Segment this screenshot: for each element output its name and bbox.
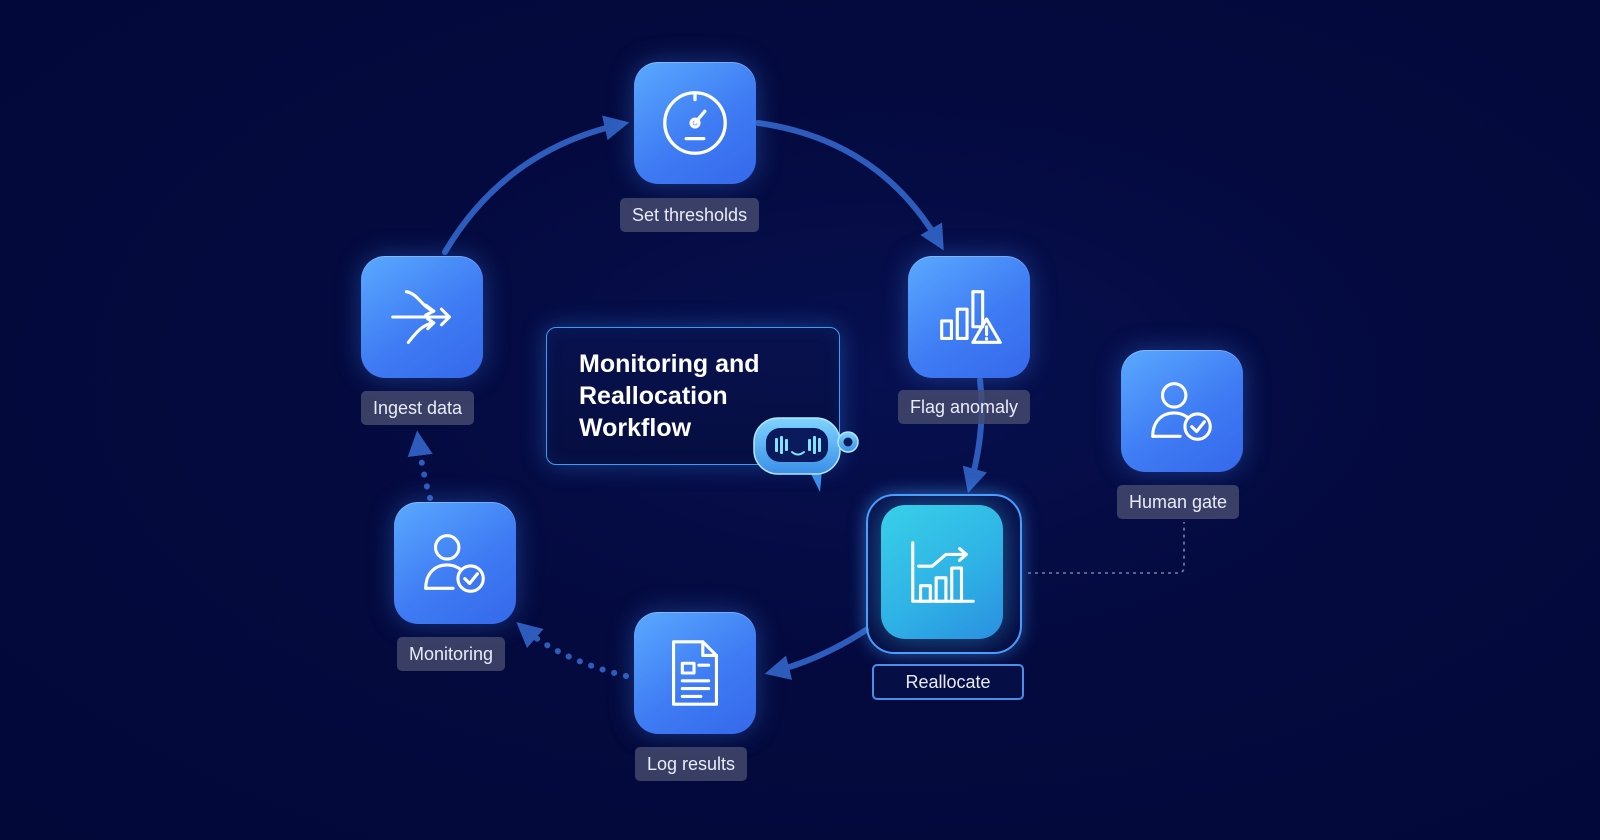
- robot-chat-icon: [753, 417, 859, 492]
- ingest-data-label: Ingest data: [361, 391, 475, 425]
- edge-ingest-to-thresholds: [442, 115, 630, 255]
- reallocate-node[interactable]: [881, 505, 1003, 639]
- edge-reallocate-to-log: [764, 627, 869, 680]
- human-gate-label: Human gate: [1117, 485, 1240, 519]
- log-results-node[interactable]: [634, 612, 756, 734]
- bar-chart-trend-icon: [911, 541, 975, 603]
- log-results-label: Log results: [635, 747, 748, 781]
- edge-log-to-monitoring: [516, 622, 629, 679]
- flag-anomaly-label: Flag anomaly: [898, 390, 1031, 424]
- workflow-title-card: Monitoring and Reallocation Workflow: [546, 327, 840, 465]
- bar-chart-warning-icon: [940, 290, 1002, 344]
- gauge-icon: [663, 91, 727, 155]
- merge-arrows-icon: [391, 290, 451, 344]
- monitoring-node[interactable]: [394, 502, 516, 624]
- user-check-icon: [424, 534, 485, 593]
- reallocate-highlight-ring: [866, 494, 1022, 654]
- edge-thresholds-to-anomaly: [755, 120, 944, 251]
- document-icon: [671, 640, 719, 706]
- monitoring-label: Monitoring: [397, 637, 506, 671]
- set-thresholds-label: Set thresholds: [620, 198, 760, 232]
- ingest-data-node[interactable]: [361, 256, 483, 378]
- edge-reallocate-to-human-gate: [1028, 522, 1185, 574]
- set-thresholds-node[interactable]: [634, 62, 756, 184]
- user-check-icon: [1151, 382, 1212, 441]
- human-gate-node[interactable]: [1121, 350, 1243, 472]
- flag-anomaly-node[interactable]: [908, 256, 1030, 378]
- diagram-title: Monitoring and Reallocation Workflow: [579, 350, 760, 442]
- reallocate-label: Reallocate: [872, 664, 1024, 700]
- edge-monitoring-to-ingest: [407, 430, 433, 501]
